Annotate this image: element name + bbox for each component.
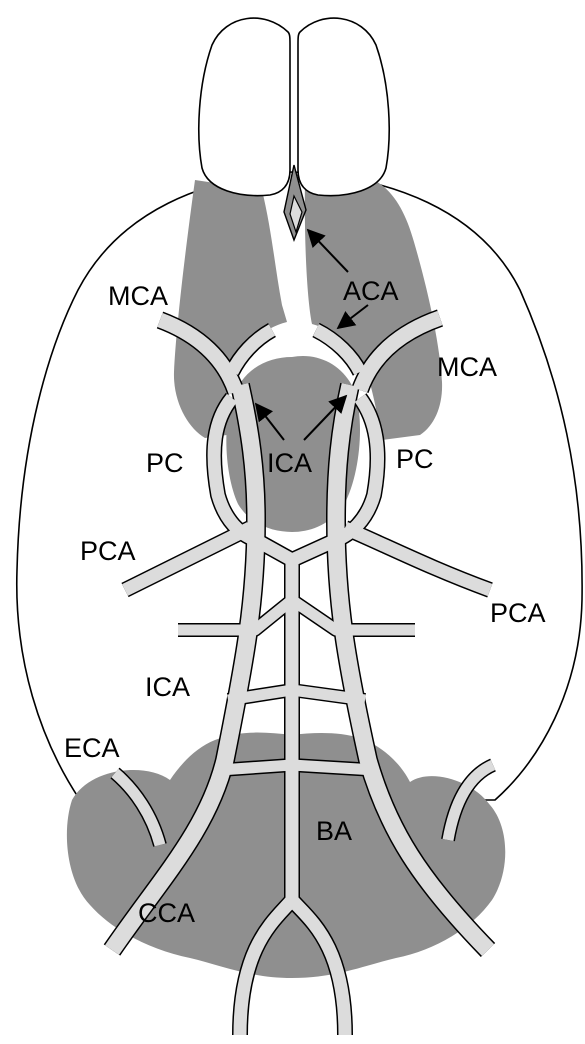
left-olfactory-bulb xyxy=(199,18,290,195)
label-ica-lower: ICA xyxy=(145,672,190,702)
label-eca: ECA xyxy=(64,733,120,763)
label-ica-center: ICA xyxy=(267,448,312,478)
label-pca-right: PCA xyxy=(490,598,546,628)
label-mca-left: MCA xyxy=(108,281,168,311)
label-pc-right: PC xyxy=(396,444,434,474)
label-pc-left: PC xyxy=(146,448,184,478)
label-aca: ACA xyxy=(343,276,399,306)
label-ba: BA xyxy=(316,816,352,846)
label-mca-right: MCA xyxy=(437,352,497,382)
label-cca: CCA xyxy=(138,898,195,928)
label-pca-left: PCA xyxy=(80,536,136,566)
right-olfactory-bulb xyxy=(298,18,389,195)
